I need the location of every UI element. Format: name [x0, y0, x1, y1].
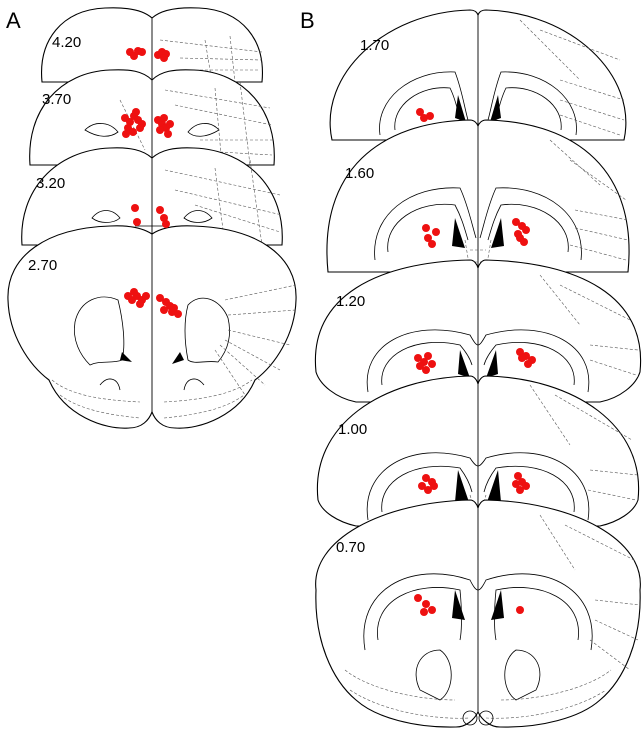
section-b-1-70: 1.70	[329, 9, 627, 141]
injection-site-marker	[133, 218, 141, 226]
injection-site-marker	[524, 360, 532, 368]
injection-site-marker	[518, 354, 526, 362]
injection-site-marker	[414, 354, 422, 362]
section-b-1-60: 1.60	[326, 119, 630, 273]
injection-site-marker	[428, 360, 436, 368]
injection-site-marker	[422, 366, 430, 374]
injection-site-marker	[136, 124, 144, 132]
injection-site-marker	[422, 224, 430, 232]
injection-site-marker	[514, 472, 522, 480]
section-b-1-20: 1.20	[314, 259, 642, 403]
section-a-3-70: 3.70	[29, 69, 275, 166]
injection-site-marker	[162, 220, 170, 228]
section-label: 1.70	[360, 37, 389, 54]
injection-site-marker	[426, 112, 434, 120]
section-label: 3.20	[36, 175, 65, 192]
injection-site-marker	[414, 594, 422, 602]
injection-site-marker	[156, 294, 164, 302]
injection-site-marker	[142, 292, 150, 300]
injection-site-marker	[516, 486, 524, 494]
injection-site-marker	[516, 606, 524, 614]
section-b-0-70: 0.70	[315, 499, 641, 728]
injection-site-marker	[420, 608, 428, 616]
injection-site-marker	[424, 486, 432, 494]
section-a-2-70: 2.70	[7, 225, 297, 429]
section-a-3-20: 3.20	[21, 147, 283, 246]
injection-site-marker	[160, 306, 168, 314]
injection-site-marker	[138, 48, 146, 56]
injection-site-marker	[428, 240, 436, 248]
section-label: 1.20	[336, 293, 365, 310]
injection-site-marker	[428, 606, 436, 614]
injection-site-marker	[166, 120, 174, 128]
injection-site-marker	[136, 300, 144, 308]
injection-site-marker	[422, 600, 430, 608]
section-b-1-00: 1.00	[316, 375, 640, 527]
injection-site-marker	[170, 304, 178, 312]
injection-site-marker	[416, 108, 424, 116]
injection-site-marker	[422, 474, 430, 482]
injection-site-marker	[512, 218, 520, 226]
injection-site-marker	[132, 108, 140, 116]
injection-site-marker	[512, 480, 520, 488]
injection-site-marker	[164, 130, 172, 138]
injection-site-marker	[520, 238, 528, 246]
injection-site-marker	[522, 226, 530, 234]
section-label: 1.00	[338, 421, 367, 438]
section-a-4-20: 4.20	[41, 7, 263, 83]
injection-site-marker	[122, 130, 130, 138]
injection-site-marker	[174, 310, 182, 318]
injection-site-marker	[131, 204, 139, 212]
panel-b-letter: B	[300, 8, 315, 33]
injection-site-marker	[156, 126, 164, 134]
marker-layer	[121, 47, 536, 616]
injection-site-marker	[160, 54, 168, 62]
section-label: 2.70	[28, 257, 57, 274]
injection-site-marker	[160, 114, 168, 122]
section-label: 1.60	[345, 165, 374, 182]
panel-a-letter: A	[6, 8, 21, 33]
section-label: 3.70	[42, 91, 71, 108]
injection-site-marker	[129, 128, 137, 136]
injection-site-marker	[156, 206, 164, 214]
injection-site-marker	[522, 482, 530, 490]
injection-site-marker	[130, 288, 138, 296]
injection-site-marker	[430, 482, 438, 490]
injection-site-marker	[418, 482, 426, 490]
injection-site-marker	[432, 228, 440, 236]
section-label: 0.70	[336, 539, 365, 556]
injection-site-marker	[416, 362, 424, 370]
section-label: 4.20	[52, 34, 81, 51]
injection-site-marker	[424, 352, 432, 360]
injection-site-marker	[424, 234, 432, 242]
